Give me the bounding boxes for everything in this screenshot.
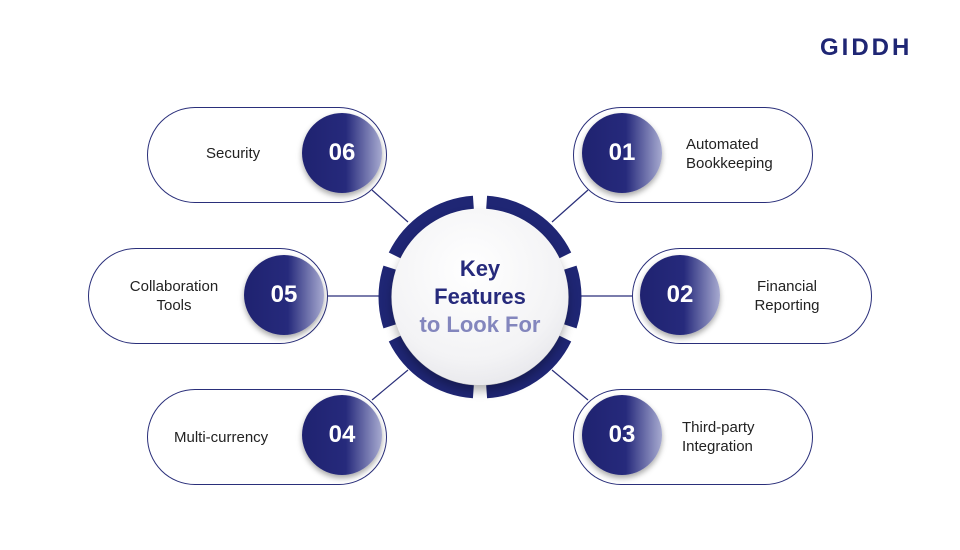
feature-number-01: 01 <box>582 113 662 193</box>
ring-segment <box>378 265 396 329</box>
ring-segment <box>388 335 474 399</box>
ring-segment <box>564 265 582 329</box>
giddh-logo: GIDDH <box>820 34 913 61</box>
feature-number-03: 03 <box>582 395 662 475</box>
feature-number-02: 02 <box>640 255 720 335</box>
feature-number-06: 06 <box>302 113 382 193</box>
center-title: Key Features to Look For <box>392 209 568 385</box>
ring-segment <box>486 335 572 399</box>
feature-label: Automated Bookkeeping <box>686 136 773 172</box>
feature-label: Collaboration Tools <box>129 278 219 314</box>
center-ring <box>378 195 582 399</box>
feature-label: Financial Reporting <box>754 278 820 314</box>
feature-label: Third-party Integration <box>682 419 755 455</box>
title-line-3: to Look For <box>419 312 541 337</box>
feature-number-04: 04 <box>302 395 382 475</box>
feature-label: Multi-currency <box>174 429 269 446</box>
feature-number-05: 05 <box>244 255 324 335</box>
title-line-1: Key <box>459 256 501 281</box>
ring-segment <box>486 195 572 259</box>
title-line-2: Features <box>434 284 526 309</box>
ring-segment <box>388 195 474 259</box>
feature-label: Security <box>206 145 261 162</box>
